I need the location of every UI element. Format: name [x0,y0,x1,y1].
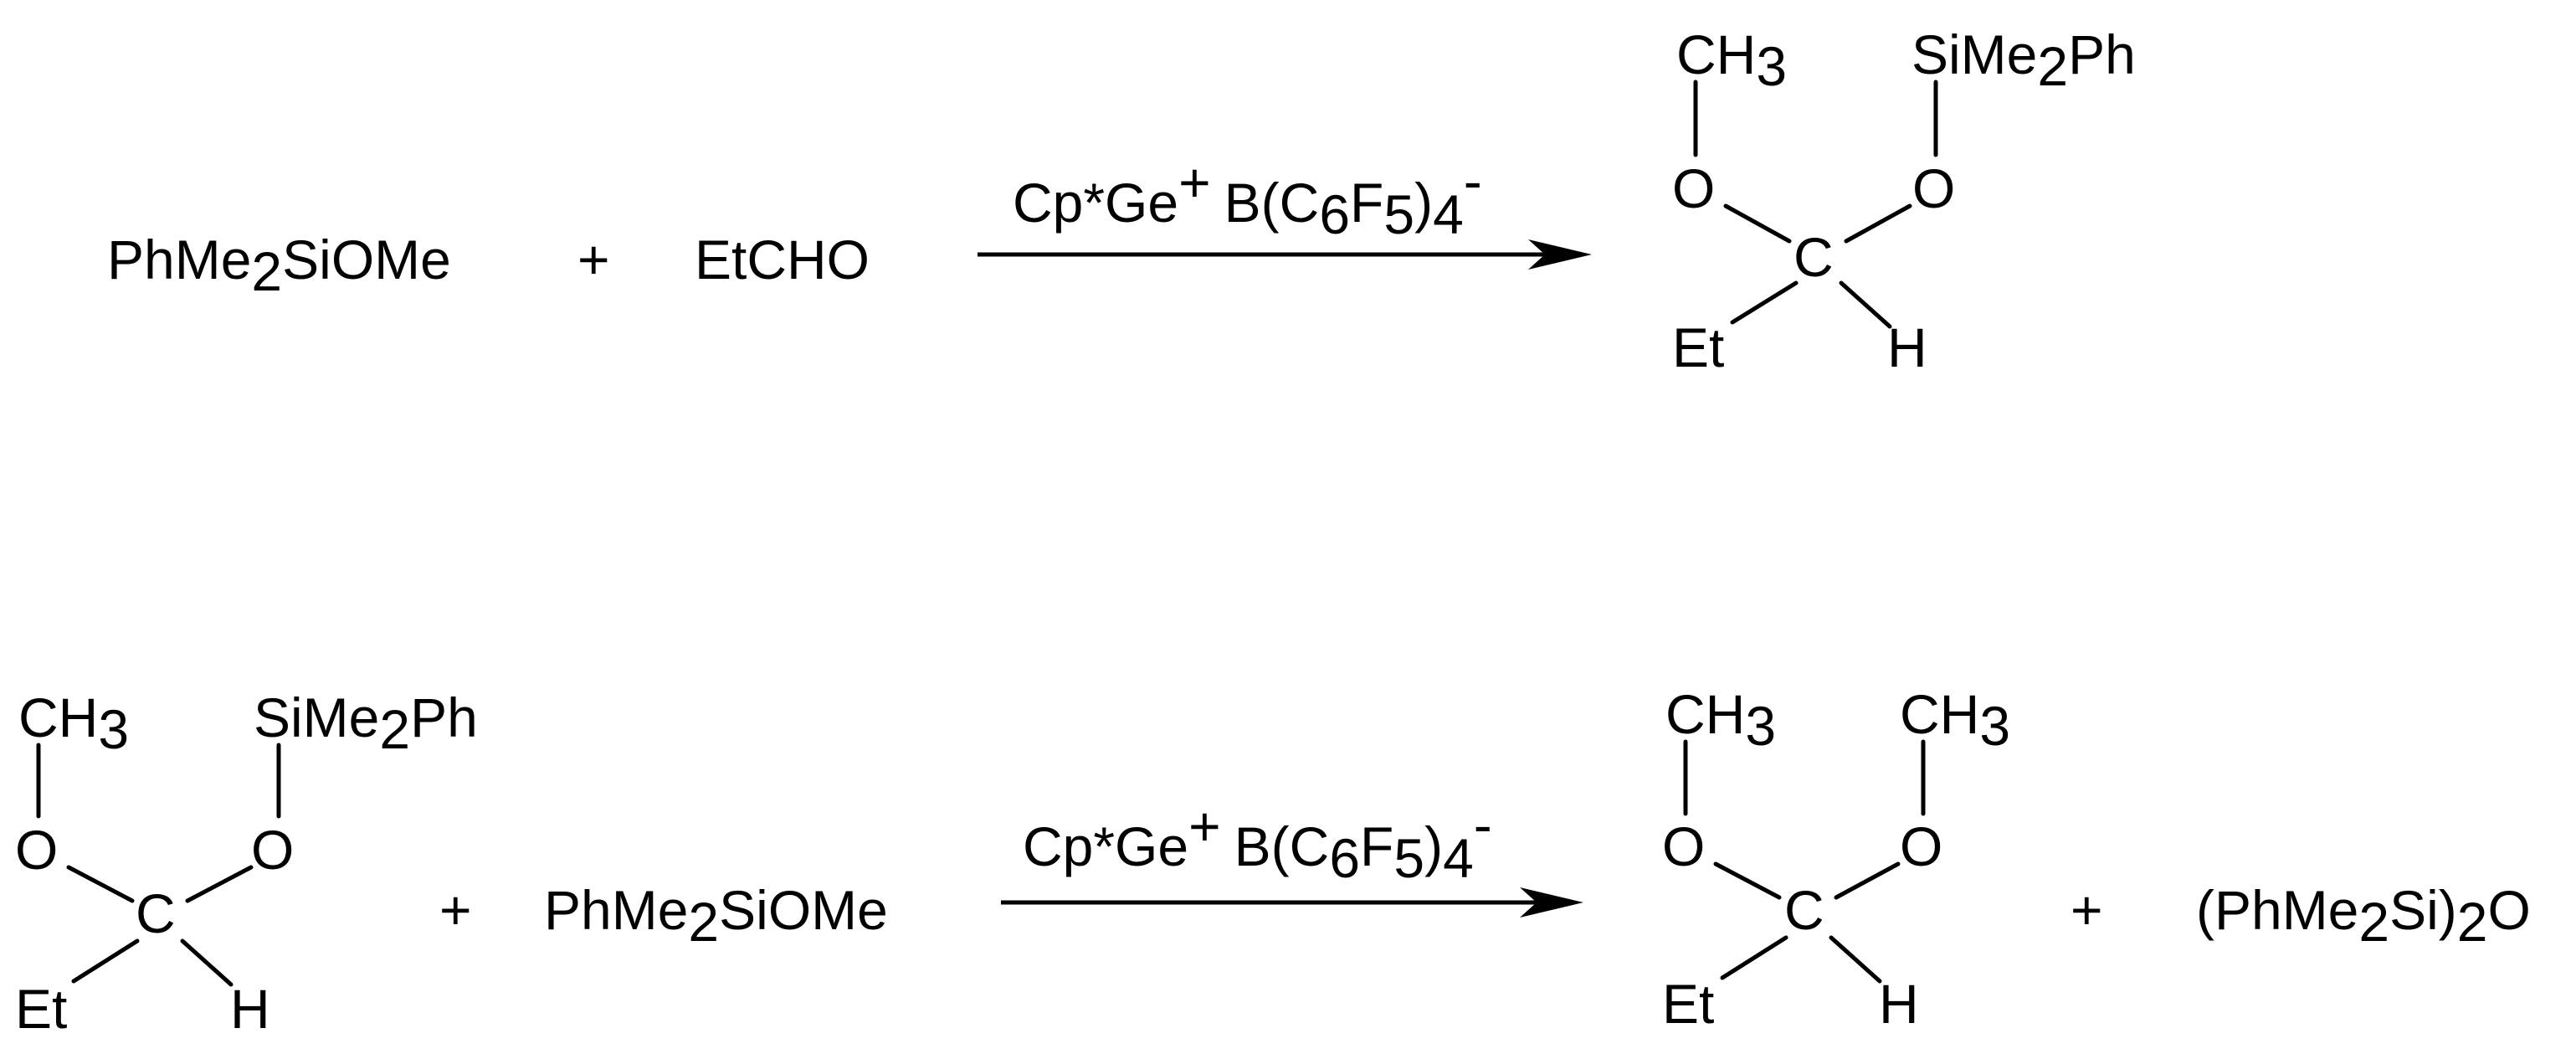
r2-product-central-carbon: C [1784,879,1824,941]
r1-reaction-arrow [978,239,1592,270]
r2-reactant-bond-o-c-left [66,865,135,903]
r2-product-bond-o-c-right [1834,861,1901,900]
r2-product-right-methyl-label: CH3 [1900,683,2010,757]
r1-product-left-oxygen: O [1672,157,1715,219]
r2-silane-reactant: PhMe2SiOMe [544,879,888,953]
r2-product-bond-c-et [1720,935,1788,980]
r2-product-bond-c-h [1829,935,1882,984]
r2-reactant-bond-c-h [180,938,233,987]
r2-reactant-bond-c-et [71,938,140,984]
r2-siloxane-product: (PhMe2Si)2O [2196,879,2531,953]
r2-product-ethyl-label: Et [1662,973,1714,1035]
r2-reactant-central-carbon: C [136,882,176,944]
r1-catalyst-label: Cp*Ge+B(C6F5)4- [1013,150,1482,245]
r1-product-acetal: CH3 SiMe2Ph O O C Et H [1672,23,2136,378]
r2-reactant-acetal: CH3 SiMe2Ph O O C Et H [15,686,478,1040]
r2-reactant-right-oxygen: O [251,819,294,881]
r1-product-hydrogen-label: H [1887,316,1927,378]
r1-product-methyl-label: CH3 [1676,23,1787,97]
r2-reactant-methyl-label: CH3 [18,686,129,760]
reaction-1: PhMe2SiOMe + EtCHO Cp*Ge+B(C6F5)4- CH3 S… [107,23,2136,378]
r1-product-silyl-label: SiMe2Ph [1911,23,2136,97]
r1-product-ethyl-label: Et [1672,316,1724,378]
r2-reactant-hydrogen-label: H [230,978,270,1040]
r2-reactant-ethyl-label: Et [15,978,67,1040]
r2-product-right-oxygen: O [1900,815,1942,877]
r2-reactant-silyl-label: SiMe2Ph [254,686,478,760]
r2-product-bond-o-c-left [1713,861,1782,900]
r2-product-left-oxygen: O [1662,815,1705,877]
r2-plus-sign-1: + [439,879,472,941]
r2-product-ketal: CH3 CH3 O O C Et H [1662,683,2010,1035]
r2-product-left-methyl-label: CH3 [1665,683,1776,757]
r2-catalyst-label: Cp*Ge+B(C6F5)4- [1023,794,1492,889]
r2-product-hydrogen-label: H [1879,973,1919,1035]
r1-bond-c-et [1730,280,1799,325]
r2-reaction-arrow [1001,887,1583,918]
reaction-2: CH3 SiMe2Ph O O C Et H + PhMe2SiOMe Cp*G… [15,683,2531,1040]
r1-product-right-oxygen: O [1912,157,1955,219]
r1-bond-o-c-left [1723,203,1792,244]
r1-plus-sign: + [577,229,610,290]
r1-bond-c-h [1839,280,1892,329]
r1-aldehyde-reactant: EtCHO [695,229,870,290]
r1-product-central-carbon: C [1793,226,1834,288]
r1-silane-reactant: PhMe2SiOMe [107,229,451,302]
r1-bond-o-c-right [1844,203,1912,244]
r2-plus-sign-2: + [2071,879,2103,941]
r2-reactant-bond-o-c-right [185,865,254,903]
r2-reactant-left-oxygen: O [15,819,58,881]
